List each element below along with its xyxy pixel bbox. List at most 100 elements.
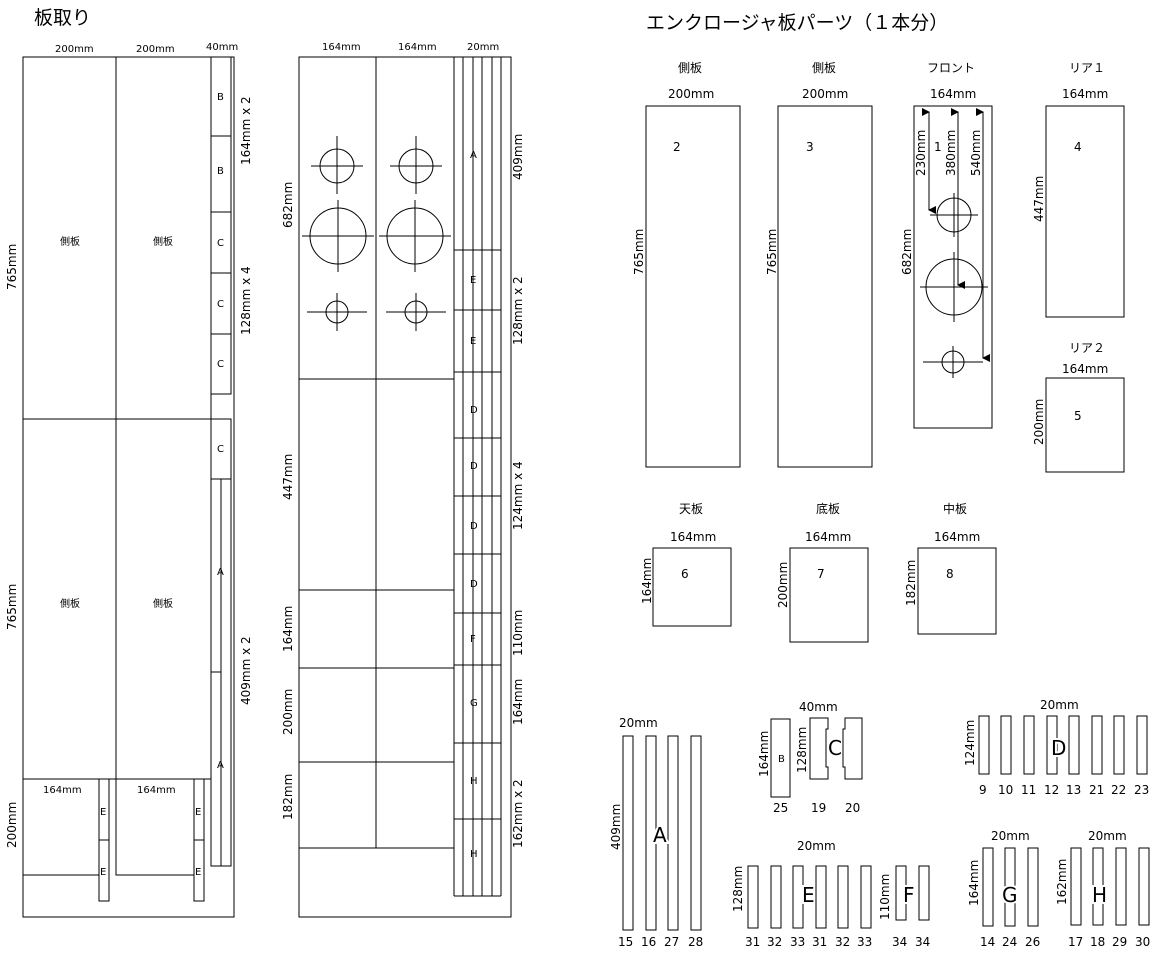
dim-H-h: 162mm (1055, 859, 1069, 905)
dim-D: 124mm x 4 (511, 461, 525, 530)
dim-part-top-w: 164mm (670, 530, 716, 544)
num-A-4: 28 (688, 935, 703, 949)
strip-E1: E (470, 275, 476, 286)
label-D: D (1051, 736, 1066, 760)
dim-part-side2-w: 200mm (802, 87, 848, 101)
dim-164-a: 164mm (43, 785, 82, 796)
part-number-3: 3 (806, 140, 814, 154)
part-group-C: 40mm C 128mm 19 20 (795, 700, 863, 815)
dim-board1-w1: 200mm (55, 44, 94, 55)
piece-C3: C (217, 359, 224, 370)
part-group-F: F 110mm 34 34 (878, 865, 930, 949)
piece-E4: E (195, 867, 201, 878)
num-E-5: 32 (835, 935, 850, 949)
piece-C1: C (217, 238, 224, 249)
piece-C2: C (217, 299, 224, 310)
part-rear-2: リア２ 164mm 5 200mm (1032, 341, 1125, 473)
part-top: 天板 164mm 6 164mm (640, 502, 732, 627)
dim-682: 682mm (281, 182, 295, 228)
dim-D-h: 124mm (963, 720, 977, 766)
dim-board2-w1: 164mm (322, 42, 361, 53)
label-part-side-2: 側板 (812, 61, 836, 75)
label-part-side-1: 側板 (678, 61, 702, 75)
part-group-E: 20mm E 128mm 31 32 33 31 32 33 (731, 839, 872, 949)
label-part-top: 天板 (679, 502, 703, 516)
dim-G-w: 20mm (991, 829, 1030, 843)
dim-C-w: 40mm (799, 700, 838, 714)
part-bottom: 底板 164mm 7 200mm (776, 501, 869, 643)
label-H: H (1092, 883, 1107, 907)
dim-B-h: 164mm (757, 731, 771, 777)
dim-765-a: 765mm (5, 244, 19, 290)
dim-part-rear2-w: 164mm (1062, 362, 1108, 376)
dim-part-front-w: 164mm (930, 87, 976, 101)
strip-D3: D (470, 521, 478, 532)
dim-board2-w2: 164mm (398, 42, 437, 53)
num-D-2: 10 (998, 783, 1013, 797)
dim-200-b: 200mm (281, 689, 295, 735)
label-F: F (903, 883, 915, 907)
num-D-8: 23 (1134, 783, 1149, 797)
label-side-3: 側板 (60, 597, 80, 610)
label-E: E (802, 883, 815, 907)
label-A: A (653, 823, 667, 847)
part-group-B: B 164mm 25 (757, 718, 791, 815)
num-H-3: 29 (1112, 935, 1127, 949)
num-D-6: 21 (1089, 783, 1104, 797)
dim-409: 409mm (511, 134, 525, 180)
dim-447: 447mm (281, 454, 295, 500)
dim-765-b: 765mm (5, 584, 19, 630)
num-D-5: 13 (1066, 783, 1081, 797)
dim-C-h: 128mm (795, 727, 809, 773)
dim-200-a: 200mm (5, 802, 19, 848)
part-number-2: 2 (673, 140, 681, 154)
num-B-1: 25 (773, 801, 788, 815)
part-number-4: 4 (1074, 140, 1082, 154)
part-number-5: 5 (1074, 409, 1082, 423)
num-G-3: 26 (1025, 935, 1040, 949)
dim-part-middle-w: 164mm (934, 530, 980, 544)
num-G-2: 24 (1002, 935, 1017, 949)
strip-D2: D (470, 461, 478, 472)
piece-E3: E (195, 807, 201, 818)
dim-182: 182mm (281, 774, 295, 820)
dim-H-w: 20mm (1088, 829, 1127, 843)
piece-A2: A (217, 760, 224, 771)
strip-H1: H (470, 776, 478, 787)
label-C: C (828, 736, 842, 760)
part-side-1: 側板 200mm 2 765mm (632, 61, 741, 468)
front-holes-left (302, 136, 374, 331)
board-1: 200mm 200mm 40mm 側板 側板 側板 側板 765mm 765mm… (5, 42, 253, 918)
dim-part-middle-h: 182mm (904, 560, 918, 606)
dim-C: 128mm x 4 (239, 266, 253, 335)
strip-G: G (470, 698, 478, 709)
num-F-1: 34 (892, 935, 907, 949)
piece-C4: C (217, 444, 224, 455)
dim-F: 110mm (511, 610, 525, 656)
part-number-8: 8 (946, 567, 954, 581)
dim-230: 230mm (914, 130, 928, 176)
dim-B: 164mm x 2 (239, 96, 253, 165)
part-middle: 中板 164mm 8 182mm (904, 501, 997, 635)
dim-part-side2-h: 765mm (765, 229, 779, 275)
num-E-2: 32 (767, 935, 782, 949)
dim-G: 164mm (511, 679, 525, 725)
dim-part-bottom-h: 200mm (776, 562, 790, 608)
part-rear-1: リア１ 164mm 4 447mm (1032, 61, 1125, 318)
dim-A: 409mm x 2 (239, 636, 253, 705)
dim-E: 128mm x 2 (511, 276, 525, 345)
part-number-7: 7 (817, 567, 825, 581)
dim-part-side1-w: 200mm (668, 87, 714, 101)
num-D-3: 11 (1021, 783, 1036, 797)
piece-E2: E (100, 867, 106, 878)
dim-E-h: 128mm (731, 866, 745, 912)
dim-G-h: 164mm (967, 860, 981, 906)
part-front: フロント 164mm 1 682mm 230mm 380mm 540mm (900, 61, 993, 429)
part-group-A: 20mm A 409mm 15 16 27 28 (609, 716, 703, 949)
parts-title: エンクロージャ板パーツ（１本分） (646, 12, 948, 34)
num-H-2: 18 (1090, 935, 1105, 949)
dim-164-b: 164mm (137, 785, 176, 796)
part-number-1: 1 (934, 140, 942, 154)
num-F-2: 34 (915, 935, 930, 949)
